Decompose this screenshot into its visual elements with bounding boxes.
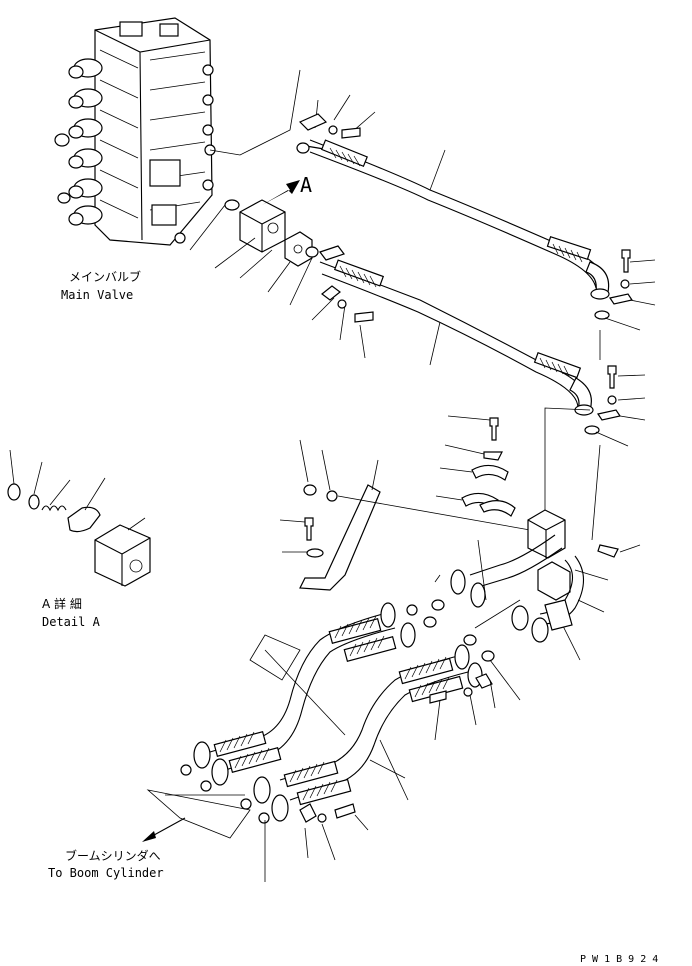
block-adapter-drawing	[224, 180, 319, 267]
main-valve-drawing	[54, 17, 216, 246]
detail-a-label-en: Detail A	[42, 615, 101, 629]
main-valve-label-jp: メインバルブ	[69, 269, 141, 284]
leader-lines-lower	[146, 539, 521, 882]
leader-lines-center	[279, 415, 531, 553]
leader-lines-right	[595, 259, 656, 447]
boom-cylinder-label-jp: ブームシリンダへ	[65, 848, 161, 863]
main-valve-label-en: Main Valve	[61, 288, 133, 302]
right-fasteners	[584, 249, 633, 435]
leader-lines-valve	[189, 69, 376, 359]
boom-cylinder-arrow-head	[142, 831, 156, 842]
leader-lines-junction	[559, 544, 641, 661]
junction-block	[527, 509, 619, 601]
detail-a-drawing	[7, 483, 151, 587]
view-arrow-label: A	[300, 173, 312, 197]
leader-lines-detail	[9, 449, 146, 531]
center-brackets	[299, 417, 516, 591]
drawing-code: P W 1 B 9 2 4	[580, 954, 658, 965]
lower-pipe-assembly	[180, 534, 585, 824]
boom-cylinder-label-en: To Boom Cylinder	[48, 866, 164, 880]
upper-hose-2	[319, 245, 594, 416]
detail-a-label-jp: A 詳 細	[42, 596, 82, 611]
upper-hose-1	[296, 113, 610, 300]
